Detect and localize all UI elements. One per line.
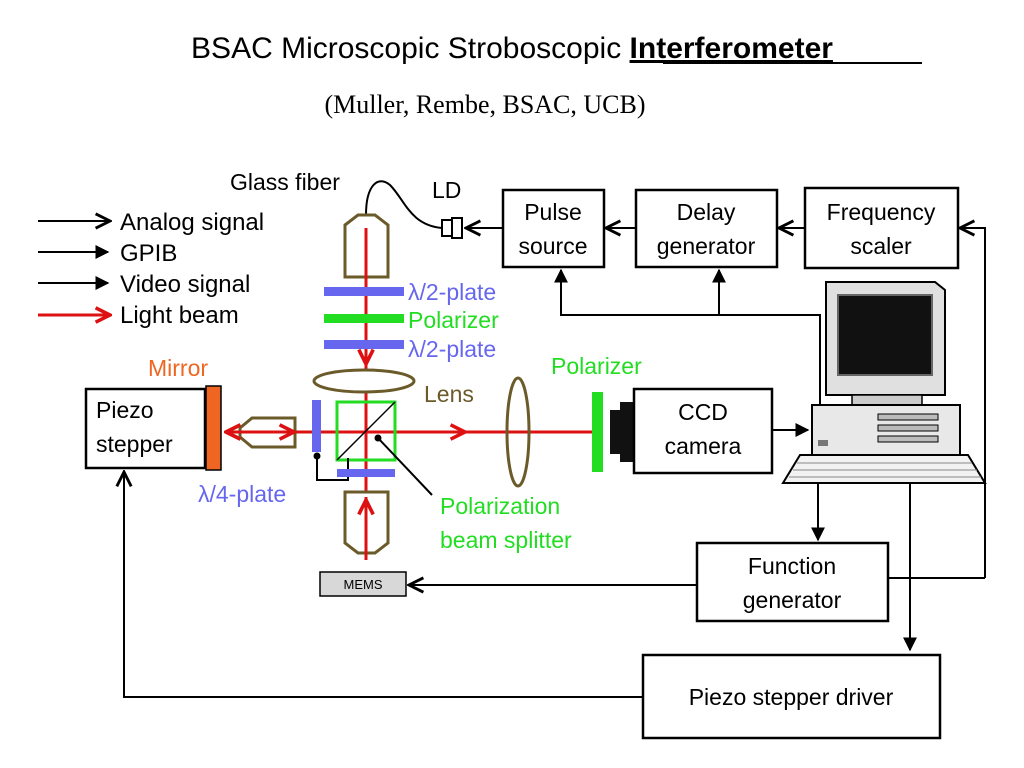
legend-video-label: Video signal xyxy=(120,271,250,298)
frequency-scaler-line1: Frequency xyxy=(827,199,936,225)
fgen-to-freq-line xyxy=(960,228,986,578)
pulse-source-line2: source xyxy=(518,233,587,259)
title: BSAC Microscopic Stroboscopic Interferom… xyxy=(191,32,833,65)
mirror-label: Mirror xyxy=(148,355,208,381)
ccd-camera-line1: CCD xyxy=(678,399,728,425)
pointer-dot xyxy=(313,452,321,460)
polarizer-mid-label: Polarizer xyxy=(408,307,499,333)
pulse-source-line1: Pulse xyxy=(524,199,582,225)
legend: Analog signal GPIB Video signal Light be… xyxy=(38,209,264,329)
piezo-stepper-line2: stepper xyxy=(96,431,173,457)
title-main: BSAC Microscopic Stroboscopic xyxy=(191,32,621,65)
mems-label: MEMS xyxy=(344,577,383,592)
piezo-stepper-box xyxy=(84,387,207,470)
quarter-plate-label: λ/4-plate xyxy=(198,481,286,507)
gpib-to-pulse xyxy=(554,268,821,410)
computer-icon xyxy=(781,281,987,484)
function-generator-box xyxy=(695,541,890,623)
pbs-pointer xyxy=(377,437,433,496)
glass-fiber xyxy=(365,180,443,229)
half-plate-top-label: λ/2-plate xyxy=(408,279,496,305)
polarizer-right xyxy=(592,392,603,472)
lens-vertical xyxy=(505,376,531,488)
title-emphasis: Interferometer xyxy=(630,32,834,65)
mems-box xyxy=(319,571,407,597)
frequency-scaler-line2: scaler xyxy=(850,233,912,259)
polarizer-right-label: Polarizer xyxy=(551,353,642,379)
piezo-stepper-line1: Piezo xyxy=(96,397,154,423)
legend-analog-label: Analog signal xyxy=(120,209,264,236)
lens-horizontal xyxy=(312,368,416,394)
half-wave-plate-top xyxy=(324,287,404,296)
delay-generator-line1: Delay xyxy=(677,199,736,225)
piezo-stepper-driver-label: Piezo stepper driver xyxy=(689,684,894,710)
ccd-camera-lens xyxy=(610,402,634,462)
half-plate-bottom-label: λ/2-plate xyxy=(408,336,496,362)
lens-label: Lens xyxy=(424,381,474,407)
mirror xyxy=(205,385,222,471)
driver-to-piezo-line xyxy=(124,472,643,698)
delay-generator-line2: generator xyxy=(657,233,756,259)
laser-diode xyxy=(441,217,463,239)
pulse-source-box xyxy=(501,188,606,269)
pbs-pointer-dot xyxy=(374,434,382,442)
ccd-camera-line2: camera xyxy=(665,433,742,459)
function-generator-line2: generator xyxy=(743,587,842,613)
half-wave-plate-bottom xyxy=(324,340,404,349)
quarter-wave-plate xyxy=(312,400,321,452)
polarization-beam-splitter xyxy=(335,400,397,462)
ccd-camera-box xyxy=(632,387,774,475)
function-generator-line1: Function xyxy=(748,553,836,579)
pbs-label-line1: Polarization xyxy=(440,493,560,519)
pbs-label-line2: beam splitter xyxy=(440,527,572,553)
polarizer-top xyxy=(324,314,404,323)
legend-light-label: Light beam xyxy=(120,302,239,329)
delay-generator-box xyxy=(634,188,779,269)
piezo-stepper-driver-box xyxy=(641,653,942,740)
glass-fiber-label: Glass fiber xyxy=(230,169,340,195)
subtitle: (Muller, Rembe, BSAC, UCB) xyxy=(324,90,645,119)
ld-label: LD xyxy=(432,177,461,203)
legend-gpib-label: GPIB xyxy=(120,240,177,267)
plate-below-pbs xyxy=(337,469,395,477)
